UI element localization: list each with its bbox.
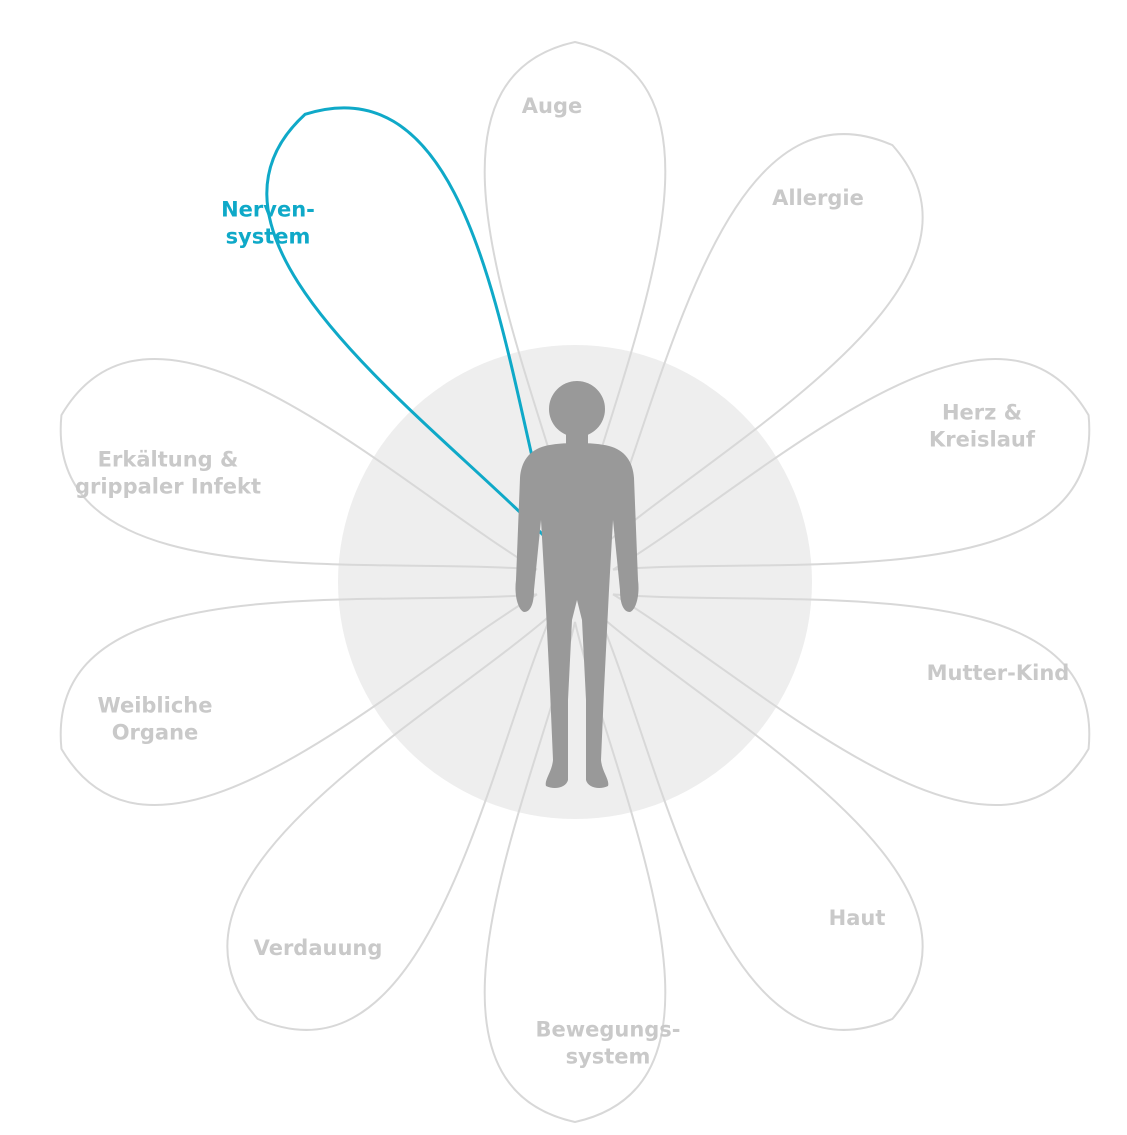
petal-mutter-kind[interactable] (612, 593, 1091, 807)
label-auge[interactable]: Auge (522, 94, 582, 118)
label-mutter-kind[interactable]: Mutter-Kind (927, 661, 1070, 685)
petal-weibliche-organe[interactable] (59, 593, 538, 807)
label-haut[interactable]: Haut (829, 906, 886, 930)
label-erkaeltung[interactable]: Erkältung & grippaler Infekt (75, 448, 261, 499)
petal-herz-kreislauf[interactable] (612, 357, 1091, 571)
label-line: grippaler Infekt (75, 475, 261, 499)
petal-allergie[interactable] (597, 133, 924, 551)
petal-verdauung[interactable] (226, 613, 553, 1031)
label-line: Nerven- (221, 198, 315, 222)
petal-haut[interactable] (597, 613, 924, 1031)
label-verdauung[interactable]: Verdauung (254, 936, 383, 960)
label-line: Herz & (942, 401, 1022, 425)
label-allergie[interactable]: Allergie (772, 186, 864, 210)
label-line: Weibliche (98, 694, 213, 718)
label-nervensystem[interactable]: Nerven-system (221, 198, 315, 249)
label-line: system (566, 1045, 651, 1069)
label-line: Organe (112, 721, 199, 745)
label-line: system (226, 225, 311, 249)
label-line: Auge (522, 94, 582, 118)
label-line: Verdauung (254, 936, 383, 960)
petal-bewegungssystem[interactable] (483, 621, 667, 1124)
petal-erkaeltung[interactable] (59, 357, 538, 571)
label-herz-kreislauf[interactable]: Herz & Kreislauf (929, 401, 1036, 452)
petal-nervensystem[interactable] (265, 106, 557, 549)
petal-group (59, 40, 1091, 1124)
label-line: Allergie (772, 186, 864, 210)
label-line: Erkältung & (98, 448, 239, 472)
human-figure-icon (515, 381, 639, 788)
label-line: Bewegungs- (535, 1018, 680, 1042)
label-line: Mutter-Kind (927, 661, 1070, 685)
label-bewegungssystem[interactable]: Bewegungs-system (535, 1018, 680, 1069)
label-line: Kreislauf (929, 428, 1036, 452)
petal-auge[interactable] (483, 40, 667, 543)
label-line: Haut (829, 906, 886, 930)
